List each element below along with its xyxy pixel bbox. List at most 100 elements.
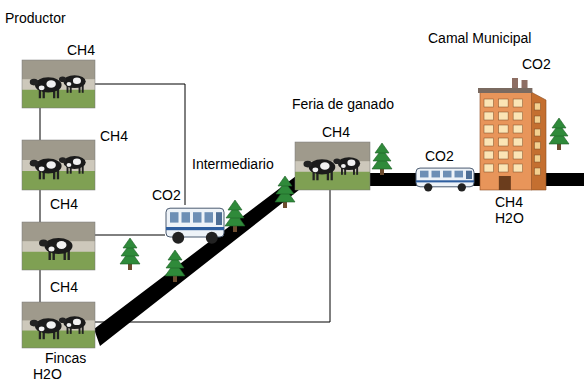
building-side-window xyxy=(534,103,540,110)
node-illustration xyxy=(478,70,546,190)
photo-background xyxy=(295,142,370,190)
cow-patch xyxy=(46,321,56,329)
cow-patch xyxy=(39,166,45,171)
node-label: CH4 xyxy=(50,196,78,212)
cow xyxy=(30,158,62,179)
building-window xyxy=(513,138,523,146)
node-label: CH4 xyxy=(50,279,78,295)
building-side-window xyxy=(534,155,540,162)
road xyxy=(94,173,584,346)
connector-line xyxy=(95,190,330,322)
building-window xyxy=(499,164,509,172)
building-node: Camal MunicipalCO2CH4H2O xyxy=(478,70,546,190)
bus-windshield xyxy=(216,212,222,225)
node-label: Fincas xyxy=(45,350,86,366)
tree xyxy=(165,250,185,282)
cow-body xyxy=(63,75,85,88)
tree xyxy=(275,176,295,208)
cow-patch xyxy=(320,162,330,170)
bus-window xyxy=(182,212,191,222)
building-side-window xyxy=(534,116,540,123)
farm-photo-node: CH4FincasH2O xyxy=(22,302,95,348)
node-label: CO2 xyxy=(152,187,181,203)
photo-frame xyxy=(22,222,95,270)
building-window xyxy=(484,112,494,120)
connector-line xyxy=(40,270,41,302)
photo-background xyxy=(22,222,95,270)
photo-background xyxy=(22,60,95,108)
bus-window xyxy=(420,171,429,178)
grass xyxy=(22,252,95,270)
node-illustration xyxy=(295,142,370,190)
cow-body xyxy=(309,159,336,174)
bus-window xyxy=(432,171,441,178)
cow xyxy=(30,318,62,339)
tree xyxy=(372,143,392,175)
cow-head xyxy=(59,157,66,163)
building-window xyxy=(513,112,523,120)
cow-patch xyxy=(73,319,81,325)
cow-patch xyxy=(49,247,55,252)
cow-head xyxy=(30,160,39,167)
cow-patch xyxy=(39,326,45,331)
cow-body xyxy=(35,77,62,92)
building-window xyxy=(513,151,523,159)
vehicle-node: CO2 xyxy=(415,166,475,192)
farm-photo-node: CH4 xyxy=(22,222,95,270)
building-window xyxy=(499,99,509,107)
building-side-window xyxy=(534,142,540,149)
bus-window xyxy=(170,212,179,222)
barn-wall xyxy=(22,60,95,79)
building-window xyxy=(513,164,523,172)
cow-body xyxy=(338,157,360,170)
bus-body xyxy=(416,168,474,187)
cow-head xyxy=(30,79,39,86)
bus-window xyxy=(205,212,214,222)
node-label: CH4 xyxy=(495,194,523,210)
tree xyxy=(549,118,569,150)
cow xyxy=(59,316,86,334)
bus-windshield xyxy=(466,171,472,179)
cow-head xyxy=(59,318,66,324)
cow-patch xyxy=(73,78,81,84)
cow-patch xyxy=(46,80,56,88)
node-label: Productor xyxy=(5,10,66,26)
building-window xyxy=(484,138,494,146)
connector-line xyxy=(95,235,165,236)
building-window xyxy=(513,99,523,107)
node-label: CH4 xyxy=(322,124,350,140)
node-illustration xyxy=(22,302,95,348)
photo-frame xyxy=(22,60,95,108)
node-label: H2O xyxy=(33,366,62,382)
bus-stripe xyxy=(416,180,474,182)
farm-photo-node: ProductorCH4 xyxy=(22,60,95,108)
building-front xyxy=(480,92,532,190)
cow-head xyxy=(59,76,66,82)
farm-photo-node: CH4 xyxy=(22,140,95,190)
cow-patch xyxy=(347,160,355,166)
bus-wheel xyxy=(206,232,218,244)
building-window xyxy=(484,99,494,107)
cow xyxy=(39,238,73,260)
grass xyxy=(22,331,95,348)
grass xyxy=(295,172,370,190)
vehicle-node: IntermediarioCO2 xyxy=(165,205,225,245)
bus-stripe xyxy=(166,227,224,230)
cow xyxy=(303,159,335,180)
node-label: H2O xyxy=(495,210,524,226)
cow-patch xyxy=(67,323,72,327)
bus-window xyxy=(193,212,202,222)
cow-patch xyxy=(67,163,72,167)
cow-patch xyxy=(67,82,72,86)
cow-patch xyxy=(39,85,45,90)
barn-wall xyxy=(295,142,370,161)
cow-patch xyxy=(73,159,81,165)
cow xyxy=(333,157,360,175)
photo-frame xyxy=(295,142,370,190)
cow-patch xyxy=(341,164,346,168)
building-window xyxy=(484,125,494,133)
cow-head xyxy=(303,161,312,168)
node-label: CH4 xyxy=(67,42,95,58)
node-illustration xyxy=(22,60,95,108)
tree xyxy=(120,238,140,270)
